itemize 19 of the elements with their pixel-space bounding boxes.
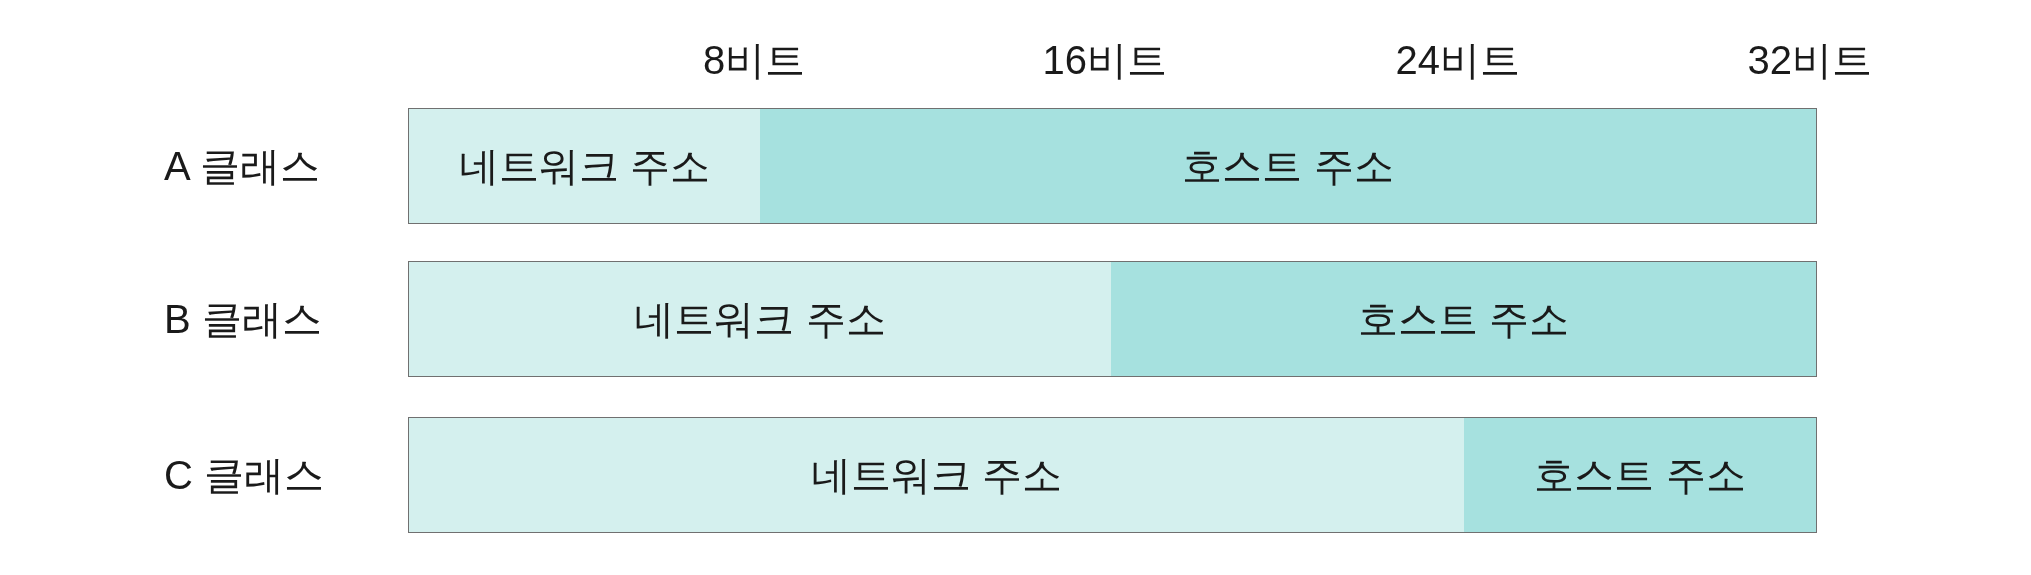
- segment-label: 호스트 주소: [1357, 297, 1570, 341]
- segment-label: 호스트 주소: [1534, 453, 1746, 497]
- segment-label: 네트워크 주소: [810, 453, 1063, 497]
- bit-position-label: 32비트: [1747, 38, 1872, 82]
- bar-segment: [408, 417, 1465, 533]
- segment-label: 호스트 주소: [1182, 144, 1394, 188]
- bit-position-label: 8비트: [703, 38, 806, 82]
- bar-segment: [1111, 261, 1817, 377]
- class-label: A 클래스: [164, 144, 320, 188]
- bar-segment: [408, 261, 1112, 377]
- bar-segment: [760, 108, 1817, 224]
- bit-position-label: 16비트: [1042, 38, 1167, 82]
- class-label: C 클래스: [164, 453, 324, 497]
- segment-label: 네트워크 주소: [458, 144, 711, 188]
- segment-label: 네트워크 주소: [634, 297, 886, 341]
- bar-segment: [1464, 417, 1817, 533]
- bar-segment: [408, 108, 761, 224]
- class-label: B 클래스: [164, 297, 322, 341]
- bit-position-label: 24비트: [1395, 38, 1520, 82]
